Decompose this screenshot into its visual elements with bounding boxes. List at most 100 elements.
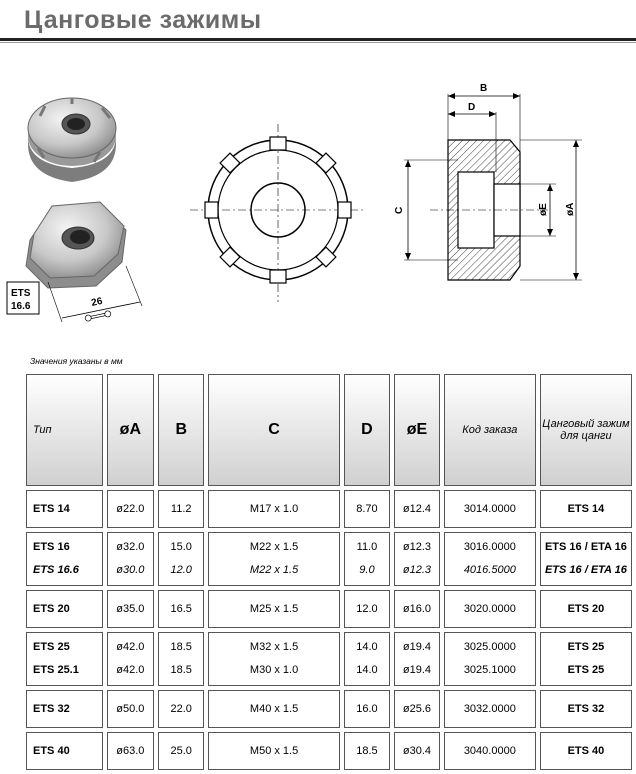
cell-line: 22.0 (170, 702, 192, 715)
cell-b: 18.5 18.5 (158, 632, 205, 686)
ets-badge-line1: ETS (11, 288, 31, 299)
header-a: øA (106, 374, 154, 486)
cell-line: ETS 25 (33, 641, 70, 653)
cell-line: 16.0 (356, 702, 378, 715)
cell-line: ø12.3 (402, 541, 432, 553)
cell-line: 11.0 (356, 541, 378, 553)
cell-line: 18.5 (356, 744, 378, 757)
cell-line: ø35.0 (116, 602, 145, 615)
cell-code: 3040.0000 (443, 732, 536, 770)
ets-badge-box (6, 281, 40, 315)
cell-b: 25.0 (158, 732, 205, 770)
cell-line: 18.5 (170, 641, 192, 653)
cell-line: M25 x 1.5 (249, 602, 299, 615)
cell-e: ø30.4 (394, 732, 440, 770)
cell-collet: ETS 32 (539, 690, 632, 728)
cell-line: 12.0 (170, 564, 192, 576)
cell-line: 3025.1000 (463, 664, 516, 676)
front-view (190, 124, 366, 302)
wrench-icon (84, 310, 112, 322)
title-rule-thin (0, 42, 636, 43)
cell-collet: ETS 40 (539, 732, 632, 770)
cell-line: M22 x 1.5 (249, 541, 299, 553)
cell-d: 18.5 (343, 732, 391, 770)
cell-line: ETS 16 / ETA 16 (544, 564, 627, 576)
cell-line: ø19.4 (402, 664, 432, 676)
cell-line: ETS 20 (33, 602, 70, 615)
cell-collet: ETS 25 ETS 25 (539, 632, 632, 686)
page-title: Цанговые зажимы (24, 6, 262, 34)
cell-line: 18.5 (170, 664, 192, 676)
cell-collet: ETS 14 (539, 490, 632, 528)
cell-line: ø30.4 (402, 744, 432, 757)
dim-b-label: B (480, 83, 487, 94)
table-body: ETS 14 ø22.0 11.2 M17 x 1.0 8.70 ø12.4 3014.00… (26, 490, 632, 770)
cell-code: 3020.0000 (443, 590, 536, 628)
cell-d: 12.0 (343, 590, 391, 628)
cell-line: 14.0 (356, 664, 378, 676)
cell-code: 3032.0000 (443, 690, 536, 728)
cell-line: ETS 16.6 (33, 564, 79, 576)
dim-d-label: D (468, 102, 475, 113)
cell-line: M50 x 1.5 (249, 744, 299, 757)
cell-line: ø16.0 (402, 602, 432, 615)
cell-line: 3014.0000 (463, 502, 516, 515)
spec-table: Тип øA B C D øE Код заказа Цанговый зажи… (22, 370, 636, 774)
header-type: Тип (26, 374, 103, 486)
cell-line: ø12.4 (402, 502, 432, 515)
header-d: D (343, 374, 391, 486)
technical-drawings: ETS 16.6 26 (6, 83, 582, 323)
cell-line: ETS 25 (567, 641, 605, 653)
cell-type: ETS 32 (26, 690, 103, 728)
cell-line: ø42.0 (116, 641, 145, 653)
cell-line: ø30.0 (116, 564, 145, 576)
cell-e: ø25.6 (394, 690, 440, 728)
cell-line: 4016.5000 (463, 564, 516, 576)
cell-d: 11.0 9.0 (343, 532, 391, 586)
cell-line: ø50.0 (116, 702, 145, 715)
cell-collet: ETS 16 / ETA 16 ETS 16 / ETA 16 (539, 532, 632, 586)
cell-line: M17 x 1.0 (249, 502, 299, 515)
cell-type: ETS 20 (26, 590, 103, 628)
cell-a: ø35.0 (106, 590, 154, 628)
cell-line: ETS 25 (567, 664, 605, 676)
cell-e: ø16.0 (394, 590, 440, 628)
dim-c-label: C (394, 207, 405, 214)
cell-a: ø32.0 ø30.0 (106, 532, 154, 586)
cell-line: 3025.0000 (463, 641, 516, 653)
header-collet: Цанговый зажим для цанги (539, 374, 632, 486)
cell-line: ETS 40 (567, 744, 605, 757)
cell-line: ETS 32 (33, 702, 70, 715)
cell-b: 22.0 (158, 690, 205, 728)
cell-line: ETS 14 (33, 502, 70, 515)
wrench-dim-line (61, 301, 141, 319)
cell-code: 3014.0000 (443, 490, 536, 528)
cell-line: 3032.0000 (463, 702, 516, 715)
cell-line: ø22.0 (116, 502, 145, 515)
cell-b: 16.5 (158, 590, 205, 628)
cell-line: ETS 16 / ETA 16 (544, 541, 627, 553)
cell-a: ø63.0 (106, 732, 154, 770)
table-header-row: Тип øA B C D øE Код заказа Цанговый зажи… (26, 374, 632, 486)
cell-d: 16.0 (343, 690, 391, 728)
cell-line: M22 x 1.5 (249, 564, 299, 576)
header-b: B (158, 374, 205, 486)
cell-line: 8.70 (356, 502, 378, 515)
section-view: B D C øE øA (394, 83, 582, 281)
cell-c: M17 x 1.0 (208, 490, 340, 528)
cell-line: 3020.0000 (463, 602, 516, 615)
cell-line: 9.0 (359, 564, 375, 576)
header-code: Код заказа (443, 374, 536, 486)
cell-line: M32 x 1.5 (249, 641, 299, 653)
header-c: C (208, 374, 340, 486)
cell-b: 11.2 (158, 490, 205, 528)
cell-line: ø32.0 (116, 541, 145, 553)
